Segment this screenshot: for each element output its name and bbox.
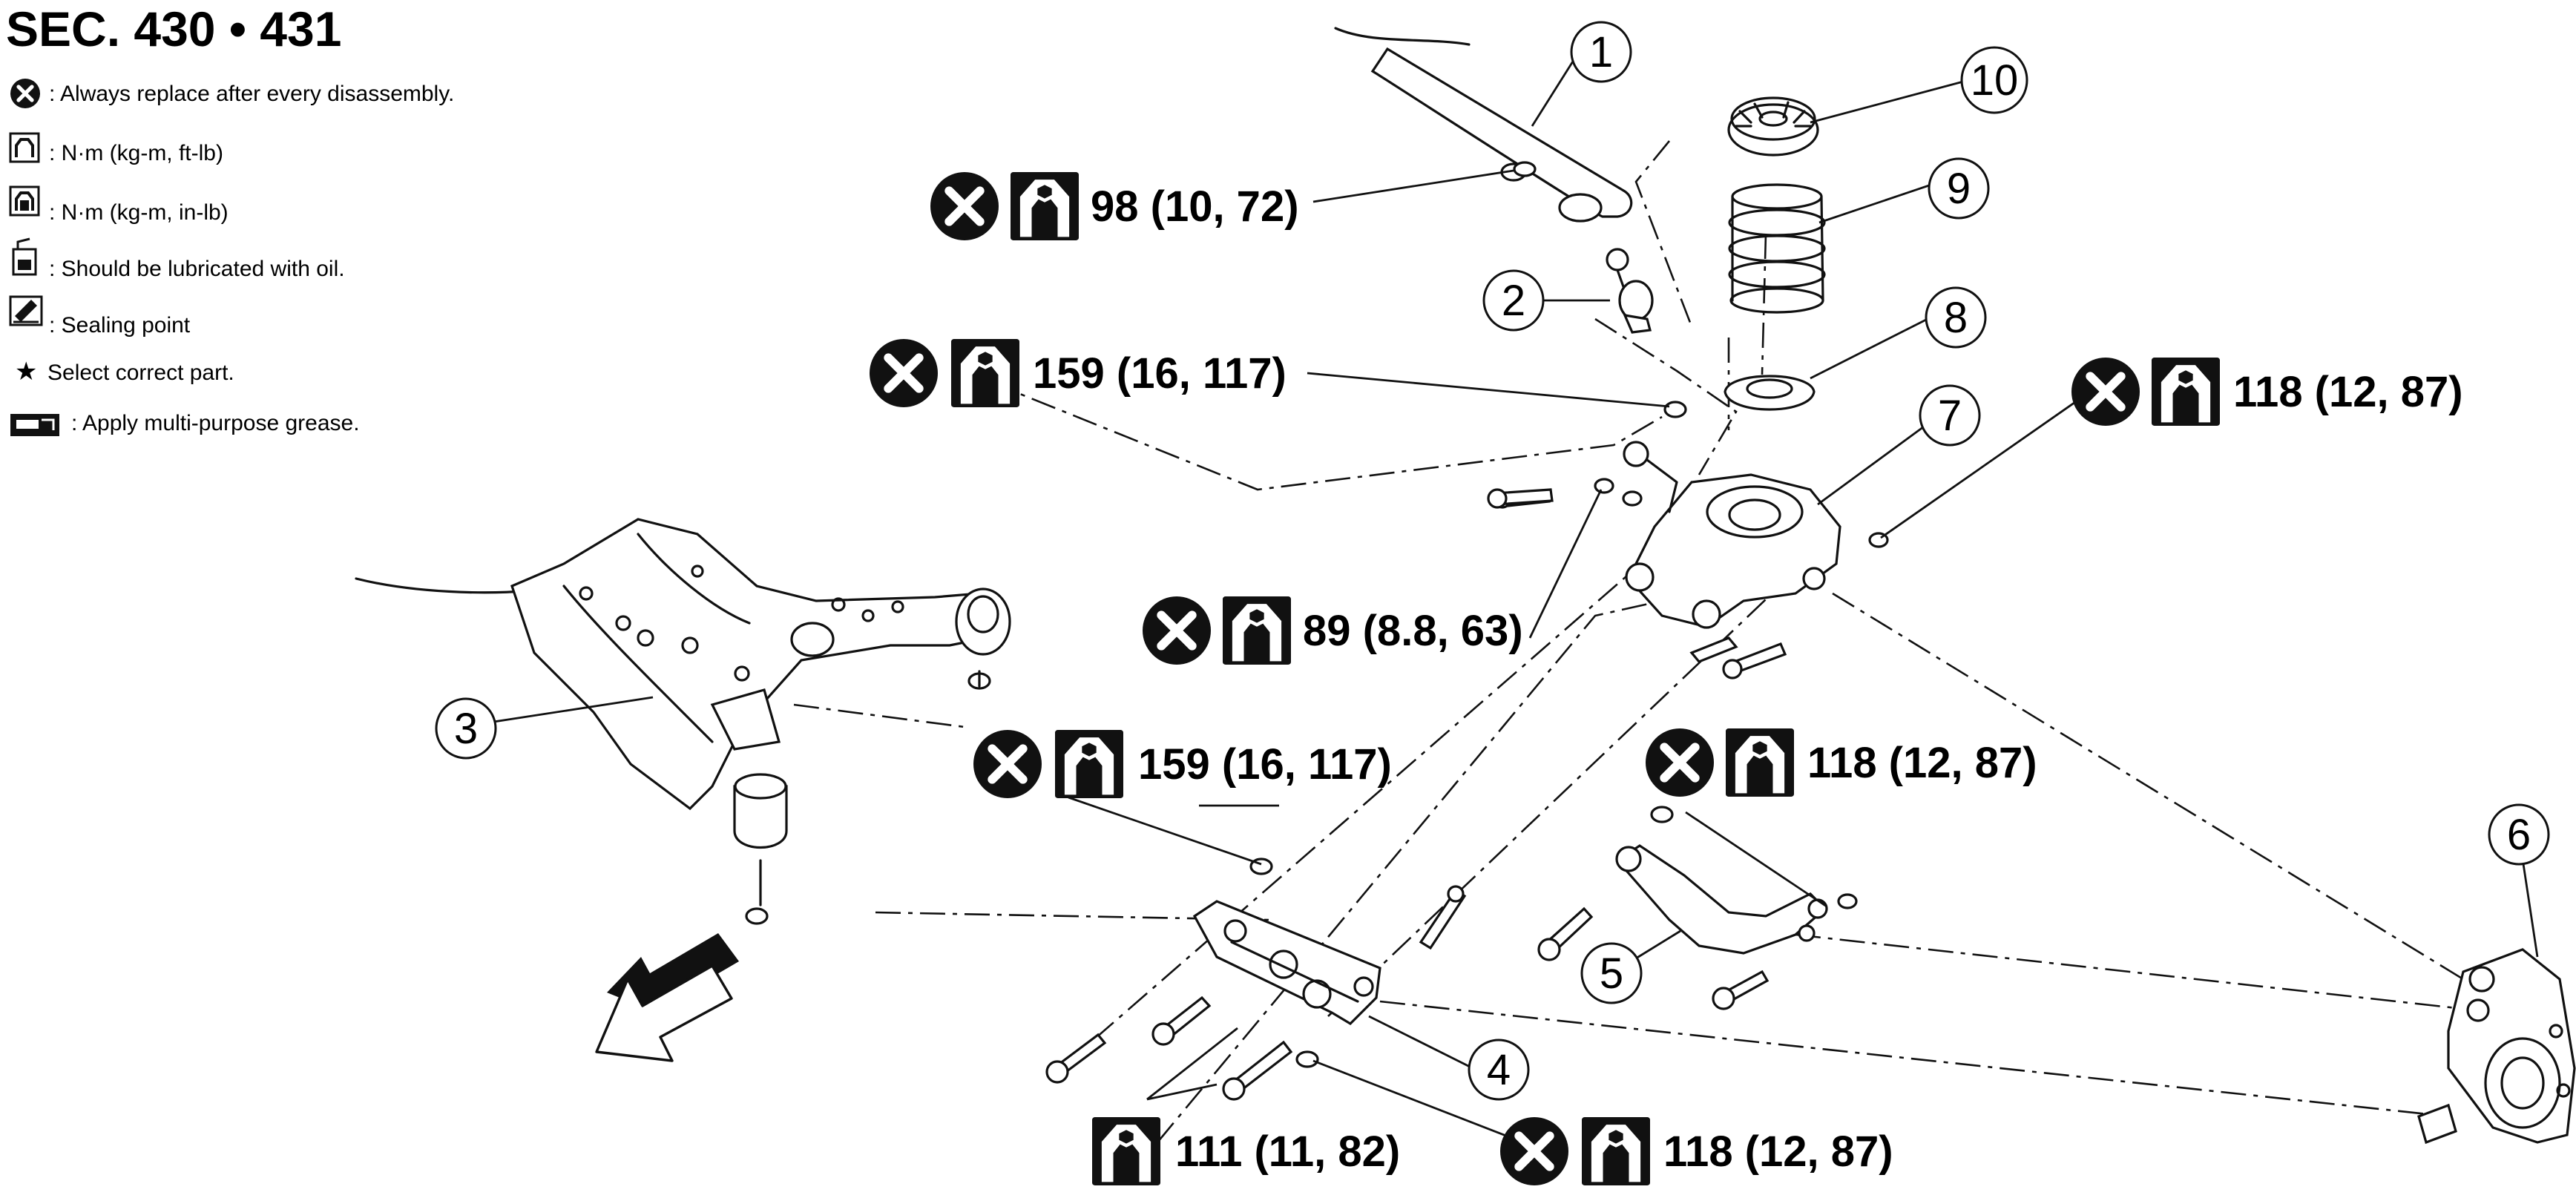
torque-value: 89 (8.8, 63) xyxy=(1303,607,1523,655)
torque-value: 118 (12, 87) xyxy=(1807,739,2037,787)
callouts: 1 2 3 4 5 6 7 8 9 10 xyxy=(435,21,2550,1101)
svg-text:5: 5 xyxy=(1600,949,1623,998)
stabilizer-connecting-rod xyxy=(1606,248,1654,334)
bolt xyxy=(1151,995,1212,1046)
legend-text-star: Select correct part. xyxy=(47,361,234,385)
torque-wrench-icon xyxy=(951,339,1019,407)
upper-rubber-seat xyxy=(1727,96,1819,157)
callout-1: 1 xyxy=(1570,21,1632,83)
bolt xyxy=(1045,1033,1107,1084)
bolt xyxy=(1722,642,1787,679)
legend-text-inlb: : N·m (kg-m, in-lb) xyxy=(49,200,229,225)
torque-wrench-icon xyxy=(1223,596,1291,665)
page-title: SEC. 430 • 431 xyxy=(6,1,341,56)
torque-value: 118 (12, 87) xyxy=(1663,1128,1893,1176)
grease-icon xyxy=(10,414,59,436)
torque-value: 159 (16, 117) xyxy=(1138,740,1392,789)
replace-x-icon xyxy=(973,730,1042,798)
torque-wrench-icon xyxy=(1726,728,1794,797)
star-icon: ★ xyxy=(15,358,37,386)
svg-text:3: 3 xyxy=(454,705,478,753)
callout-leaders xyxy=(459,51,2539,1070)
oil-can-icon xyxy=(12,237,37,276)
torque-wrench-icon xyxy=(1011,172,1079,240)
legend-text-ftlb: : N·m (kg-m, ft-lb) xyxy=(49,141,223,165)
bolts xyxy=(1045,488,1787,1101)
svg-text:9: 9 xyxy=(1947,165,1971,213)
torque-labels: 98 (10, 72) 159 (16, 117) 118 (12, 87) 8… xyxy=(870,172,2463,1185)
svg-text:2: 2 xyxy=(1502,277,1525,325)
callout-6: 6 xyxy=(2488,803,2550,866)
svg-text:4: 4 xyxy=(1487,1046,1511,1094)
svg-text:1: 1 xyxy=(1589,28,1613,76)
bolt xyxy=(1537,906,1594,961)
torque-label-89: 89 (8.8, 63) xyxy=(1143,596,1523,665)
torque-label-111: 111 (11, 82) xyxy=(1092,1117,1400,1185)
torque-label-98: 98 (10, 72) xyxy=(930,172,1299,240)
replace-x-icon xyxy=(930,172,999,240)
bolt xyxy=(1222,1040,1293,1101)
coil-spring xyxy=(1728,183,1826,314)
replace-x-icon xyxy=(870,339,938,407)
torque-wrench-icon xyxy=(2152,358,2220,426)
legend-text-replace: : Always replace after every disassembly… xyxy=(49,82,454,106)
torque-label-118-upper-right: 118 (12, 87) xyxy=(2071,358,2463,426)
lower-rubber-seat xyxy=(1724,375,1816,411)
bolt xyxy=(1712,970,1770,1010)
callout-7: 7 xyxy=(1919,384,1981,447)
replace-x-icon xyxy=(1500,1117,1568,1185)
torque-wrench-icon xyxy=(1582,1117,1650,1185)
callout-9: 9 xyxy=(1928,157,1990,220)
torque-value: 118 (12, 87) xyxy=(2233,368,2463,416)
upper-link xyxy=(1192,900,1381,1026)
callout-10: 10 xyxy=(1960,46,2028,114)
torque-label-159-lower: 159 (16, 117) xyxy=(973,730,1392,798)
radius-rod xyxy=(1615,844,1828,955)
legend-text-oil: : Should be lubricated with oil. xyxy=(49,257,345,281)
callout-8: 8 xyxy=(1925,286,1987,349)
bolt xyxy=(1487,488,1554,509)
torque-label-159-upper: 159 (16, 117) xyxy=(870,339,1287,407)
replace-x-icon xyxy=(1646,728,1714,797)
torque-value: 98 (10, 72) xyxy=(1091,182,1299,231)
callout-5: 5 xyxy=(1580,942,1643,1004)
torque-ftlb-icon xyxy=(9,132,40,163)
suspension-member xyxy=(355,518,1011,906)
replace-x-icon xyxy=(1143,596,1211,665)
callout-4: 4 xyxy=(1468,1039,1530,1101)
torque-wrench-icon xyxy=(1092,1117,1160,1185)
svg-text:7: 7 xyxy=(1938,392,1962,440)
svg-text:8: 8 xyxy=(1944,294,1968,342)
torque-value: 159 (16, 117) xyxy=(1033,349,1287,398)
rear-axle-housing xyxy=(2417,948,2576,1145)
torque-value: 111 (11, 82) xyxy=(1175,1128,1400,1176)
legend-text-grease: : Apply multi-purpose grease. xyxy=(71,411,360,435)
washers xyxy=(745,161,1889,1068)
torque-leaders xyxy=(1068,169,2078,1140)
torque-inlb-icon xyxy=(9,185,40,217)
callout-3: 3 xyxy=(435,697,497,760)
replace-x-icon xyxy=(10,79,40,108)
torque-wrench-icon xyxy=(1055,730,1123,798)
front-arrow-icon xyxy=(595,933,739,1062)
callout-2: 2 xyxy=(1482,269,1545,332)
legend-text-sealing: : Sealing point xyxy=(49,313,191,338)
torque-label-118-bottom: 118 (12, 87) xyxy=(1500,1117,1893,1185)
stabilizer-bar xyxy=(1334,27,1633,223)
legend: : Always replace after every disassembly… xyxy=(10,79,454,436)
lower-link xyxy=(1494,441,1841,663)
svg-text:6: 6 xyxy=(2507,811,2531,859)
svg-text:10: 10 xyxy=(1971,56,2019,105)
torque-label-118-middle: 118 (12, 87) xyxy=(1646,728,2037,797)
sealing-point-icon xyxy=(9,295,43,326)
replace-x-icon xyxy=(2071,358,2140,426)
bolt xyxy=(1419,885,1467,950)
